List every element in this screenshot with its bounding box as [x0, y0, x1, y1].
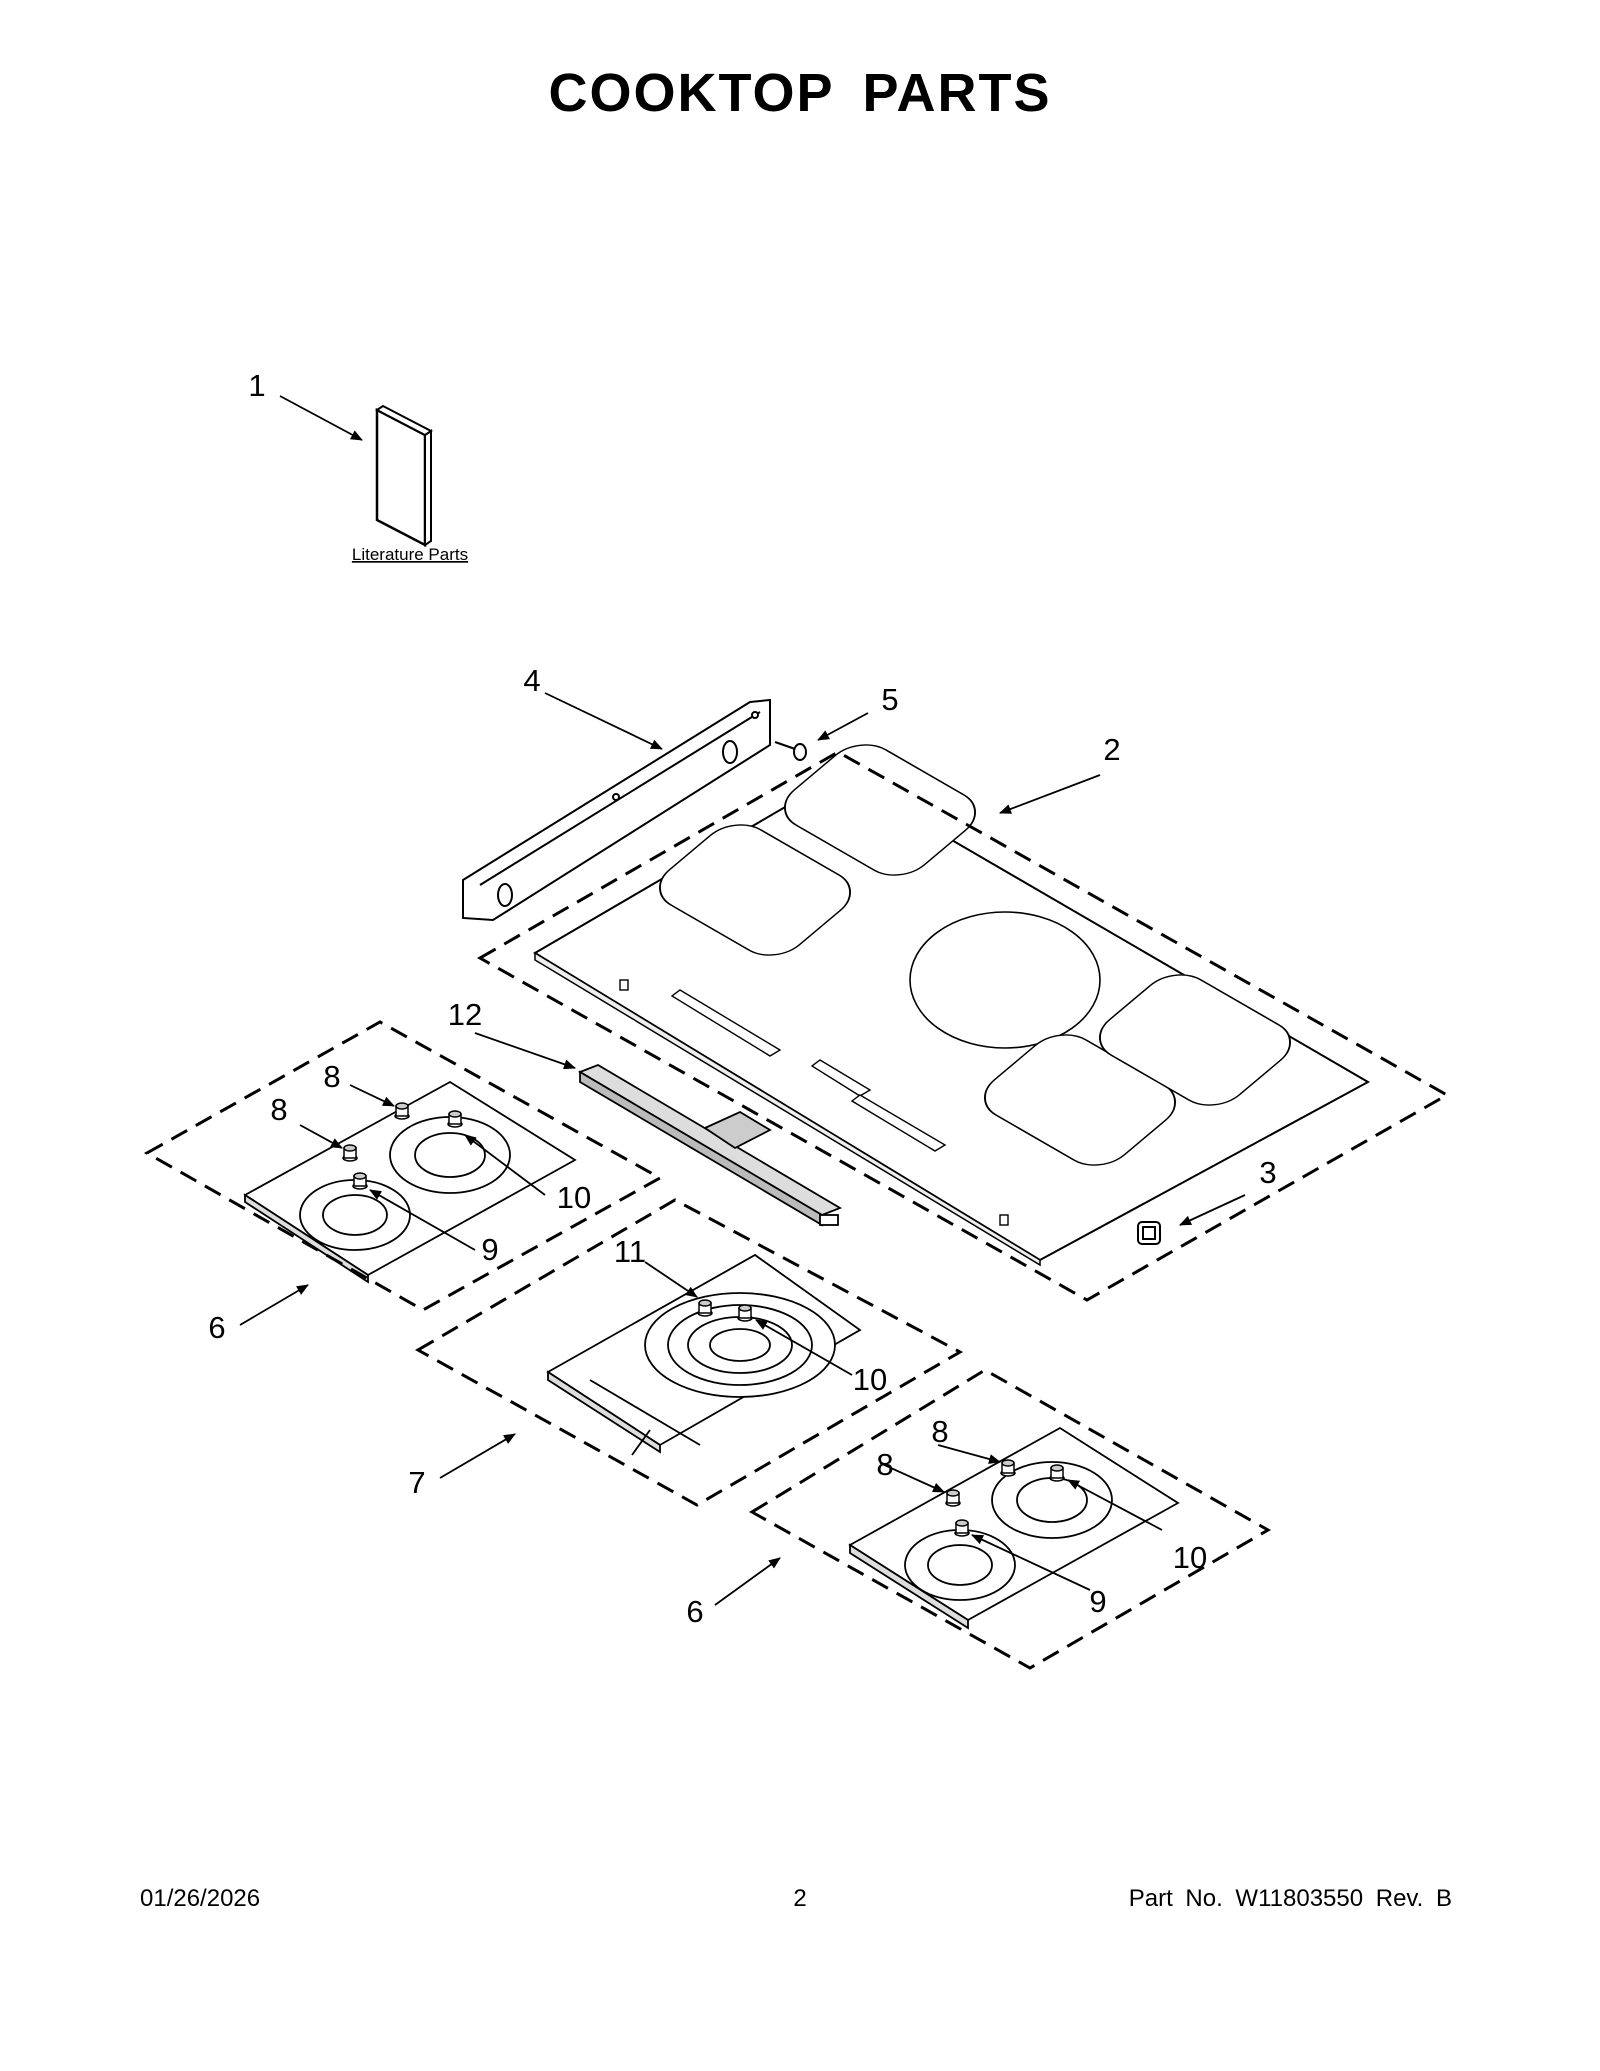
callout-10-right: 10	[1173, 1540, 1207, 1575]
cooking-zone-center	[909, 911, 1101, 1049]
control-board	[577, 1064, 843, 1227]
element-group-boundary-right	[749, 1368, 1272, 1670]
nut-9a	[352, 1172, 368, 1190]
leader-lines	[239, 395, 1246, 1606]
cooktop-clip	[1137, 1221, 1161, 1245]
callout-9-left: 9	[481, 1232, 498, 1267]
nut-10a	[447, 1110, 463, 1128]
callout-7: 7	[408, 1465, 425, 1500]
screw	[774, 741, 807, 761]
footer-page-number: 2	[793, 1885, 807, 1912]
element-assembly-left	[243, 1080, 577, 1284]
element-group-boundary-left	[143, 1020, 664, 1312]
cooking-zone-front-left	[784, 744, 976, 876]
literature-parts-label: Literature Parts	[352, 545, 468, 564]
callout-10-center: 10	[853, 1362, 887, 1397]
callout-2: 2	[1103, 732, 1120, 767]
callout-6-right: 6	[686, 1594, 703, 1629]
glass-cooktop	[533, 744, 1371, 1267]
footer-part-number: Part No. W11803550 Rev. B	[1128, 1885, 1452, 1912]
callout-10-left: 10	[557, 1180, 591, 1215]
nut-8c	[945, 1489, 961, 1507]
element-group-boundary-center	[414, 1198, 964, 1507]
nut-9b	[954, 1519, 970, 1537]
callout-5: 5	[881, 682, 898, 717]
nut-8b	[394, 1102, 410, 1120]
element-assembly-center	[546, 1253, 862, 1456]
callout-9-right: 9	[1089, 1584, 1106, 1619]
literature-parts-booklet	[375, 404, 433, 548]
nut-8a	[342, 1144, 358, 1162]
callout-6-left: 6	[208, 1310, 225, 1345]
page-title: COOKTOP PARTS	[548, 63, 1052, 123]
callout-12: 12	[448, 997, 482, 1032]
callout-3: 3	[1259, 1155, 1276, 1190]
nut-10c	[1049, 1464, 1065, 1482]
callout-labels: 1 2 3 4 5 6 7 8 8 10 9 12 11 10 8 8 10 9…	[208, 368, 1276, 1629]
nut-11	[697, 1299, 713, 1317]
callout-8-left-a: 8	[270, 1092, 287, 1127]
control-bracket	[462, 698, 771, 922]
callout-4: 4	[523, 663, 540, 698]
element-assembly-right	[848, 1426, 1180, 1630]
footer-date: 01/26/2026	[140, 1885, 261, 1912]
cooking-zone-rear-left	[659, 824, 851, 956]
callout-11: 11	[614, 1234, 646, 1269]
nut-8d	[1000, 1459, 1016, 1477]
cooking-zone-front-right	[1099, 974, 1291, 1106]
nut-10b	[737, 1304, 753, 1322]
callout-8-left-b: 8	[323, 1059, 340, 1094]
callout-8-right-a: 8	[931, 1414, 948, 1449]
callout-1: 1	[248, 368, 265, 403]
callout-8-right-b: 8	[876, 1447, 893, 1482]
